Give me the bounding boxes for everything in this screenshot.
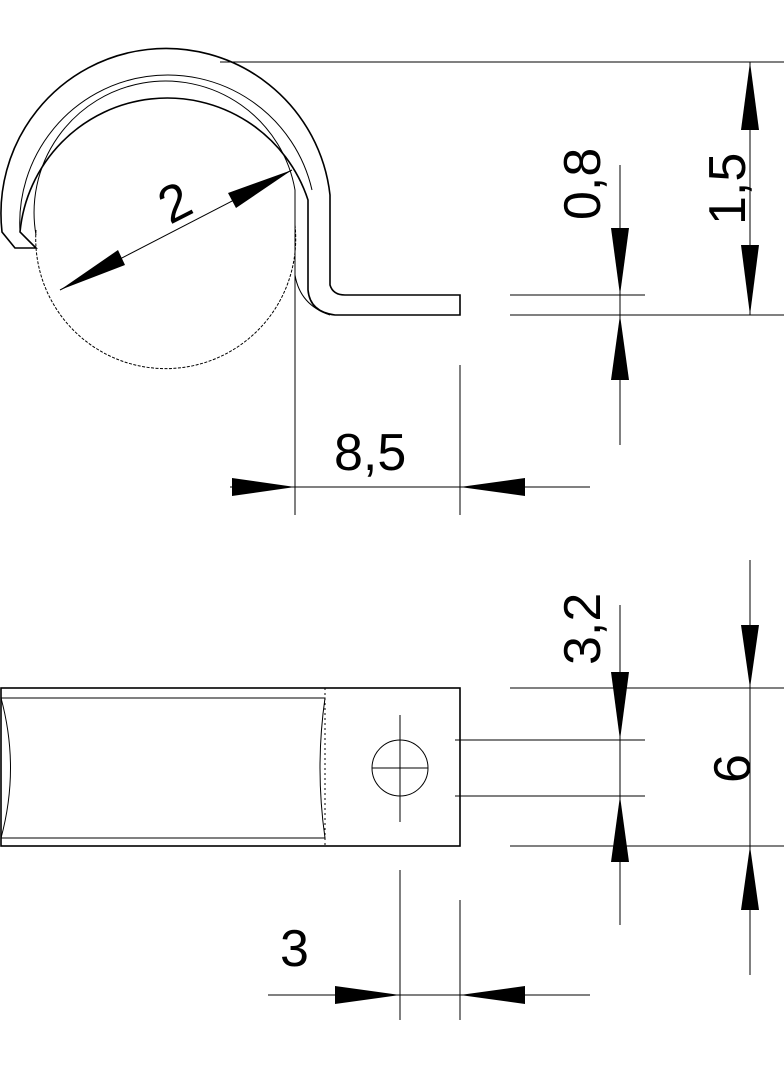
arrow-icon [741, 245, 759, 315]
top-view: 3,2 6 3 [0, 560, 784, 1020]
arrow-icon [460, 478, 525, 496]
foot-length-label: 8,5 [334, 424, 406, 482]
arrow-icon [60, 250, 125, 290]
band-profile [0, 697, 326, 839]
diameter-label: 2 [149, 171, 201, 236]
pipe-circle [35, 224, 297, 370]
hole-diameter-label: 3,2 [554, 593, 612, 665]
arrow-icon [335, 986, 400, 1004]
arrow-icon [741, 625, 759, 688]
arrow-icon [611, 672, 629, 740]
arrow-icon [611, 228, 629, 295]
band-width-label: 6 [704, 754, 762, 783]
arrow-icon [460, 986, 525, 1004]
arrow-icon [741, 846, 759, 910]
thickness-label: 0,8 [554, 148, 612, 220]
clip-outline [0, 687, 461, 847]
height-label: 1,5 [699, 153, 757, 225]
clip-mid-profile [19, 74, 313, 233]
edge-distance-label: 3 [280, 920, 309, 978]
arrow-icon [228, 170, 292, 208]
arrow-icon [611, 796, 629, 862]
side-view: 2 0,8 1,5 8,5 [0, 47, 784, 515]
clip-outer-profile [0, 47, 461, 316]
arrow-icon [741, 62, 759, 130]
arrow-icon [232, 478, 295, 496]
arrow-icon [611, 315, 629, 380]
